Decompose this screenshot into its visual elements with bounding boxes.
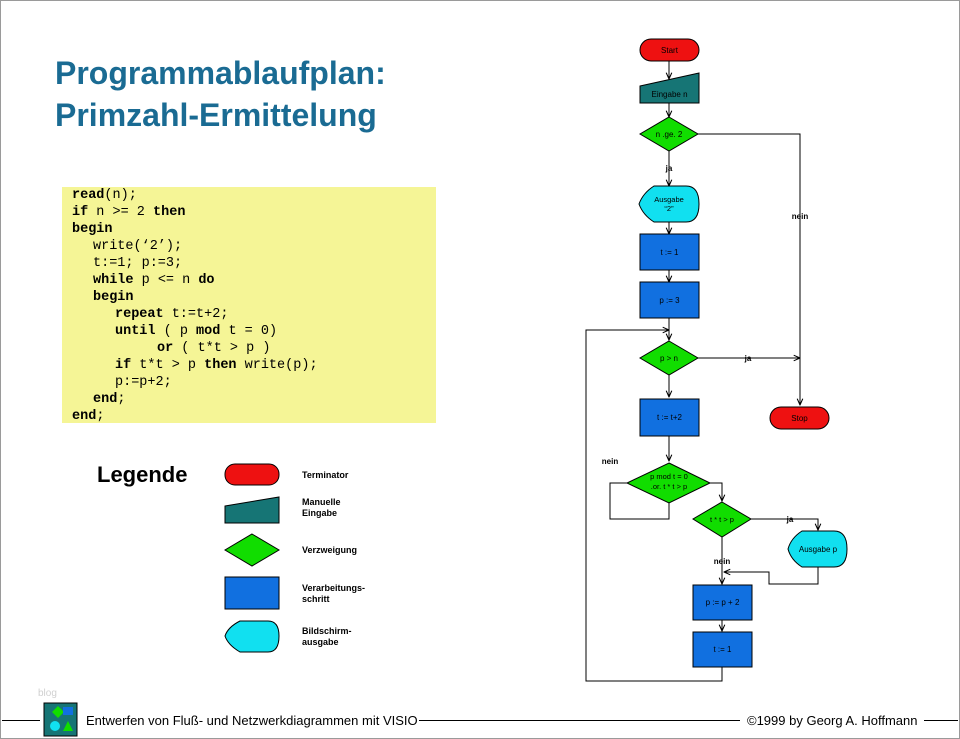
- step-p-label: p := p + 2: [706, 598, 740, 607]
- cond-until-label-1: p mod t = 0: [650, 472, 688, 481]
- footer-left-text: Entwerfen von Fluß- und Netzwerkdiagramm…: [86, 713, 418, 728]
- page-title: Programmablaufplan: Primzahl-Ermittelung: [55, 52, 386, 136]
- cond-until-label-2: .or. t * t > p: [651, 482, 687, 491]
- legend-title: Legende: [97, 462, 188, 487]
- stop-label: Stop: [791, 414, 808, 423]
- title-line-1: Programmablaufplan:: [55, 55, 386, 91]
- code-block: read(n); if n >= 2 then begin write(‘2’)…: [62, 187, 436, 424]
- cond-n-ge-2-label: n .ge. 2: [656, 130, 683, 139]
- label-nein-3: nein: [602, 457, 619, 466]
- output-2-shape: [638, 185, 700, 223]
- assign-p-box: [639, 281, 700, 319]
- code-line: while p <= n do: [93, 273, 215, 288]
- step-t-label: t := t+2: [657, 413, 682, 422]
- start-terminator: [639, 38, 700, 62]
- code-line: end;: [72, 409, 105, 424]
- code-line: read(n);: [72, 188, 137, 203]
- legend-manual-input-shape: [224, 496, 280, 524]
- code-line: p:=p+2;: [115, 375, 172, 390]
- code-line: begin: [93, 290, 134, 305]
- start-label: Start: [661, 46, 679, 55]
- label-ja-1: ja: [665, 164, 673, 173]
- shapes-logo-icon: [43, 702, 78, 737]
- label-nein-4: nein: [714, 557, 731, 566]
- step-t-box: [639, 398, 700, 437]
- code-line: until ( p mod t = 0): [115, 324, 278, 339]
- cond-p-gt-n-label: p > n: [660, 354, 678, 363]
- legend-label-process: Verarbeitungs-schritt: [302, 583, 366, 604]
- assign-p-label: p := 3: [659, 296, 680, 305]
- flowchart-connectors: [585, 61, 818, 682]
- label-ja-2: ja: [744, 354, 752, 363]
- reset-t-label: t := 1: [713, 645, 732, 654]
- code-line: repeat t:=t+2;: [115, 307, 229, 322]
- label-ja-4: ja: [786, 515, 794, 524]
- cond-tt-gt-p: [692, 501, 752, 538]
- input-n-label: Eingabe n: [651, 90, 687, 99]
- footer-right-text: ©1999 by Georg A. Hoffmann: [747, 713, 918, 728]
- reset-t-box: [692, 631, 753, 668]
- legend-process-shape: [224, 576, 280, 610]
- output-p-shape: [787, 530, 848, 568]
- code-line: or ( t*t > p ): [157, 341, 271, 356]
- stop-terminator: [769, 406, 830, 430]
- code-line: if n >= 2 then: [72, 205, 186, 220]
- step-p-box: [692, 584, 753, 621]
- code-line: if t*t > p then write(p);: [115, 358, 318, 373]
- cond-tt-gt-p-label: t * t > p: [710, 515, 734, 524]
- legend-terminator-shape: [224, 463, 280, 486]
- legend-label-terminator: Terminator: [302, 470, 349, 480]
- input-n-shape: [639, 72, 700, 104]
- code-line: t:=1; p:=3;: [93, 256, 183, 271]
- code-line: write(‘2’);: [93, 239, 183, 254]
- code-line: end;: [93, 392, 126, 407]
- cond-n-ge-2: [639, 116, 699, 152]
- footer-rule-right: [924, 720, 958, 721]
- legend-display-shape: [224, 620, 280, 653]
- legend-decision-shape: [224, 533, 280, 567]
- footer-rule-middle: [419, 720, 740, 721]
- assign-t-box: [639, 233, 700, 271]
- footer-rule-left: [2, 720, 40, 721]
- output-2-label-1: Ausgabe: [654, 195, 684, 204]
- output-2-label-2: “2”: [664, 204, 674, 213]
- label-nein-1: nein: [792, 212, 809, 221]
- code-line: begin: [72, 222, 113, 237]
- watermark-text: blog: [38, 688, 57, 699]
- output-p-label: Ausgabe p: [799, 545, 838, 554]
- cond-p-gt-n: [639, 340, 699, 376]
- cond-until: [625, 462, 712, 504]
- legend-label-display: Bildschirm-ausgabe: [302, 626, 352, 647]
- title-line-2: Primzahl-Ermittelung: [55, 97, 377, 133]
- legend-label-decision: Verzweigung: [302, 545, 358, 555]
- assign-t-label: t := 1: [660, 248, 679, 257]
